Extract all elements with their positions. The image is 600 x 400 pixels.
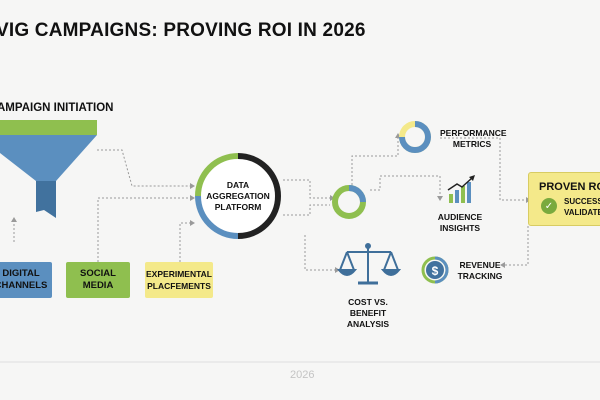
funnel-icon — [0, 120, 97, 218]
hub-label: DATA AGGREGATION PLATFORM — [206, 180, 270, 212]
timeline-year: 2026 — [290, 369, 315, 381]
success-validated-label: SUCCESS VALIDATED — [564, 196, 600, 218]
connector-arrowheads — [11, 133, 531, 273]
performance-metrics-label: PERFORMANCE METRICS — [440, 128, 507, 149]
performance-donut-icon — [399, 121, 431, 153]
data-aggregation-ring — [195, 153, 281, 239]
social-media-label: SOCIAL MEDIA — [80, 268, 116, 291]
audience-insights-label: AUDIENCE INSIGHTS — [437, 212, 483, 233]
social-media-box: SOCIAL MEDIA — [66, 262, 130, 298]
balance-scale-icon — [336, 243, 402, 285]
success-line: SUCCESS — [564, 197, 600, 206]
digital-channels-label: DIGITAL CHANNELS — [0, 268, 48, 291]
cost-benefit-label: COST VS. BENEFIT ANALYSIS — [346, 297, 390, 329]
bar-chart-icon — [447, 175, 475, 203]
proven-roi-title: PROVEN ROI — [539, 181, 600, 193]
analysis-donut-icon — [332, 185, 366, 219]
dollar-sign: $ — [431, 264, 439, 278]
proven-roi-box: PROVEN ROI ✓ SUCCESS VALIDATED — [528, 172, 600, 226]
connectors — [13, 137, 529, 271]
check-icon: ✓ — [541, 198, 557, 214]
digital-channels-box: DIGITAL CHANNELS — [0, 262, 52, 298]
revenue-tracking-label: REVENUE TRACKING — [457, 260, 503, 281]
campaign-initiation-label: AMPAIGN INITIATION — [0, 102, 114, 114]
dollar-coin-icon — [421, 256, 449, 284]
page-title: VIG CAMPAIGNS: PROVING ROI IN 2026 — [0, 20, 366, 41]
experimental-placements-box: EXPERIMENTAL PLACFEMENTS — [145, 262, 213, 298]
validated-line: VALIDATED — [564, 208, 600, 217]
experimental-placements-label: EXPERIMENTAL PLACFEMENTS — [146, 269, 212, 291]
